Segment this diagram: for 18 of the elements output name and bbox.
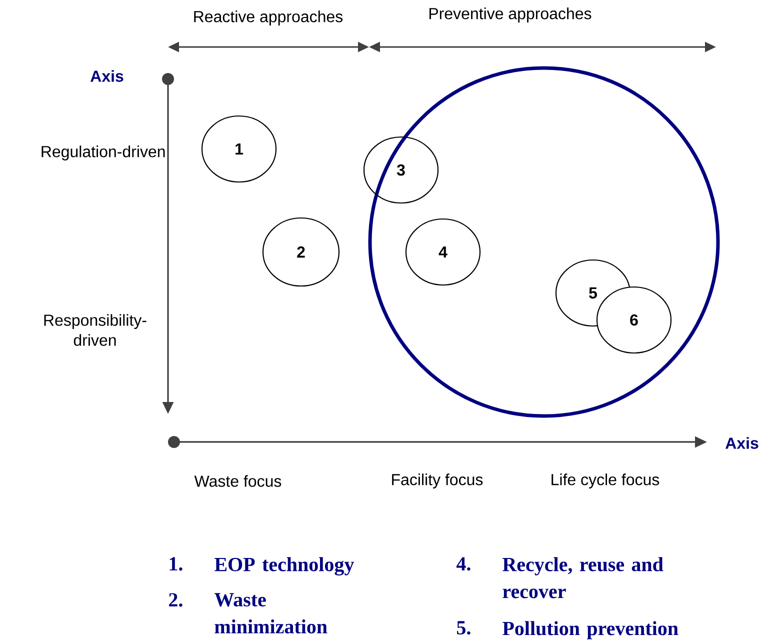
axis-label: Reactive approaches [194, 10, 343, 26]
axis-label: Facility focus [392, 474, 483, 488]
legend-item: Pollution prevention [502, 621, 678, 640]
legend-item: 4. [456, 557, 470, 571]
region-circle [368, 66, 720, 418]
legend-item: 1. [170, 557, 182, 571]
legend-item: 2. [169, 593, 182, 607]
legend-item: Waste minimization [214, 593, 328, 634]
axis-label: Waste focus [194, 475, 282, 487]
axis-title: Axis [90, 70, 124, 82]
axis-title: Axis [726, 437, 758, 449]
legend-item: Recycle, reuse and recover [502, 557, 664, 598]
axis-label: Life cycle focus [552, 474, 660, 488]
axis-label: Preventive approaches [430, 8, 592, 22]
legend-item: EOP technology [214, 557, 354, 576]
axis-label: Regulation-driven [42, 146, 165, 160]
legend-item: 5. [457, 621, 470, 635]
axis-label: Responsibility-driven [44, 314, 146, 346]
